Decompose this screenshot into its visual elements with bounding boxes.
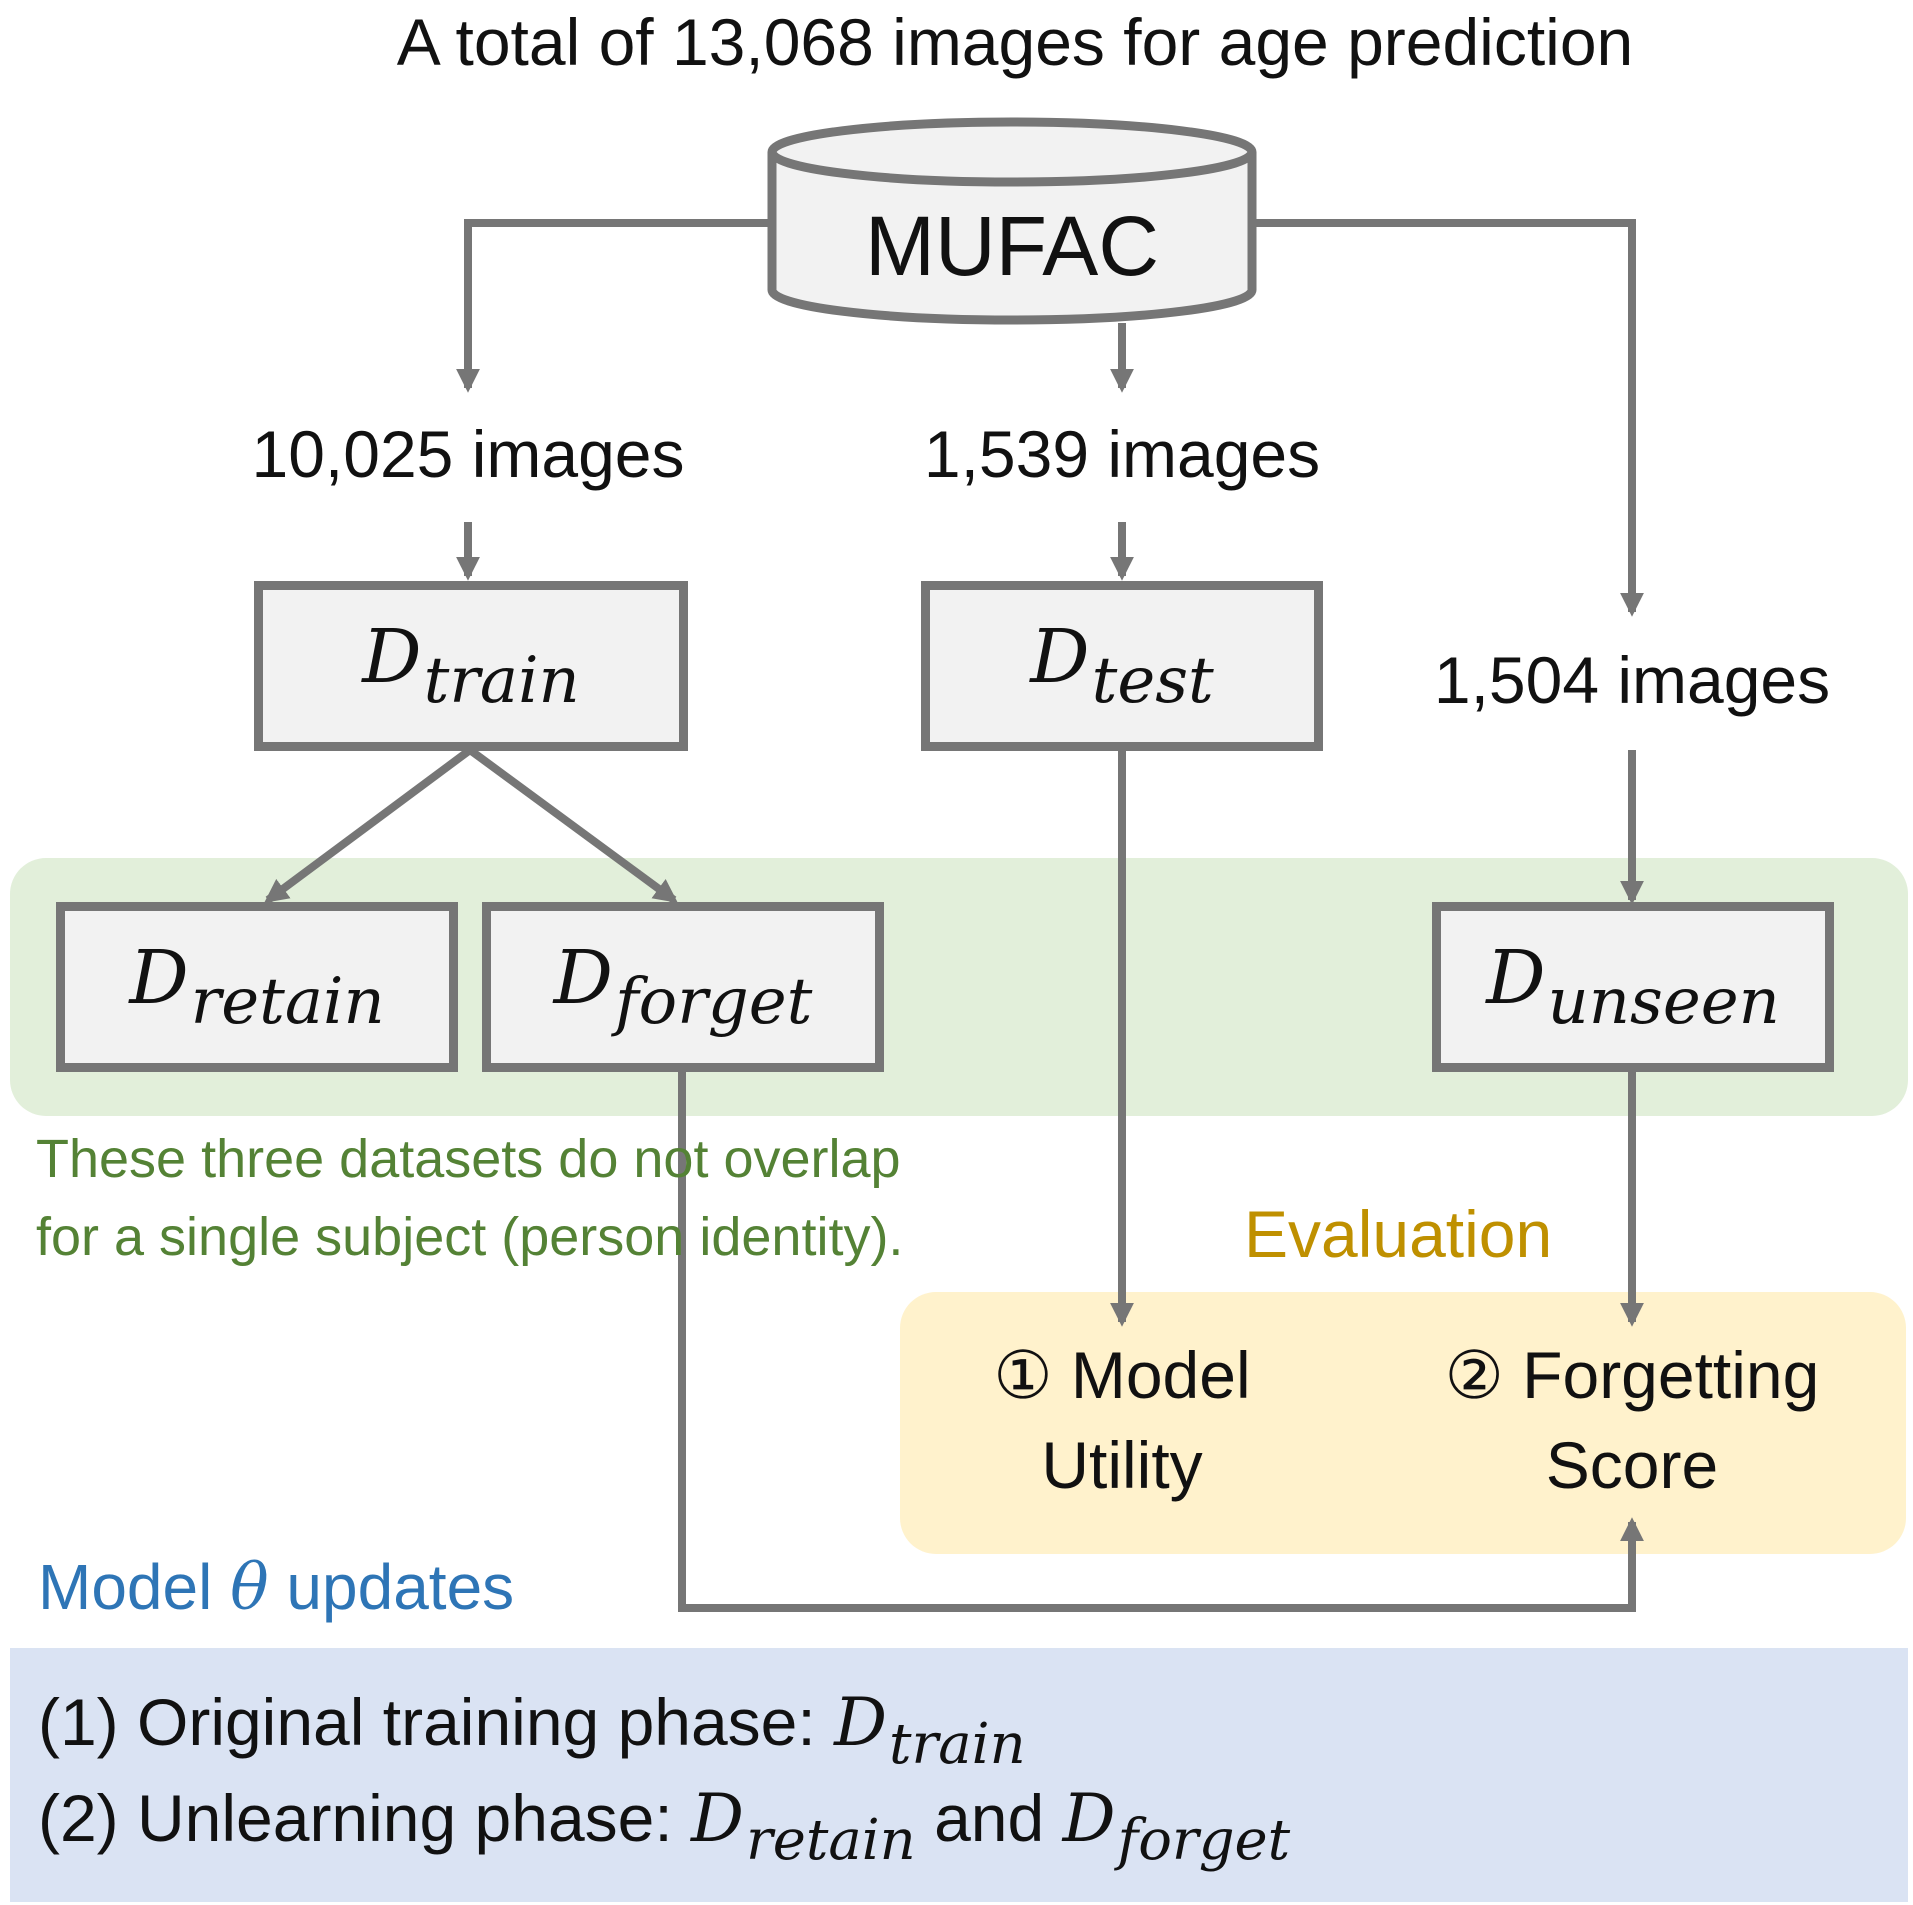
arrow-mufac-to-unseen [1252,219,1644,617]
arrow-mufac-to-train [456,219,772,393]
evaluation-group [900,1292,1906,1554]
evaluation-label: Evaluation [1244,1197,1553,1271]
d-forget-box: Dforget [482,902,884,1072]
mufac-label: MUFAC [865,199,1159,293]
d-retain-symbol: Dretain [129,934,385,1040]
arrow-dforget-to-forgetting-score [678,1068,1644,1612]
training-phases-panel [10,1648,1908,1902]
test-count: 1,539 images [923,417,1321,491]
d-unseen-box: Dunseen [1432,902,1834,1072]
d-forget-symbol: Dforget [553,934,813,1040]
train-count: 10,025 images [251,417,685,491]
d-test-box: Dtest [921,581,1323,751]
arrow-dtrain-to-dretain [264,746,473,904]
overlap-note-line-1: These three datasets do not overlap [36,1129,901,1189]
arrow-dtrain-to-dforget [467,746,678,904]
forgetting-score-metric: ② Forgetting Score [1444,1338,1820,1502]
phase-2-d-retain: Dretain [691,1780,916,1873]
theta-symbol: θ [230,1551,269,1625]
d-train-box: Dtrain [254,581,688,751]
model-updates-label: Model θ updates [38,1551,515,1625]
unseen-count: 1,504 images [1433,643,1831,717]
d-test-symbol: Dtest [1030,613,1214,719]
page-title: A total of 13,068 images for age predict… [396,5,1634,79]
mufac-database-icon [767,117,1257,325]
phase-1-line: (1) Original training phase: Dtrain [38,1684,1026,1777]
d-unseen-symbol: Dunseen [1486,934,1780,1040]
phase-2-d-forget: Dforget [1062,1780,1291,1873]
d-retain-box: Dretain [56,902,458,1072]
circled-two-marker: ② [1444,1338,1504,1412]
circled-one-marker: ① [993,1338,1053,1412]
overlap-note-line-2: for a single subject (person identity). [36,1207,904,1267]
phase-1-d-train: Dtrain [834,1684,1026,1777]
overlap-note: These three datasets do not overlap for … [36,1120,903,1276]
model-utility-metric: ① Model Utility [993,1338,1251,1502]
d-train-symbol: Dtrain [362,613,580,719]
phase-2-line: (2) Unlearning phase: Dretain and Dforge… [38,1780,1291,1873]
